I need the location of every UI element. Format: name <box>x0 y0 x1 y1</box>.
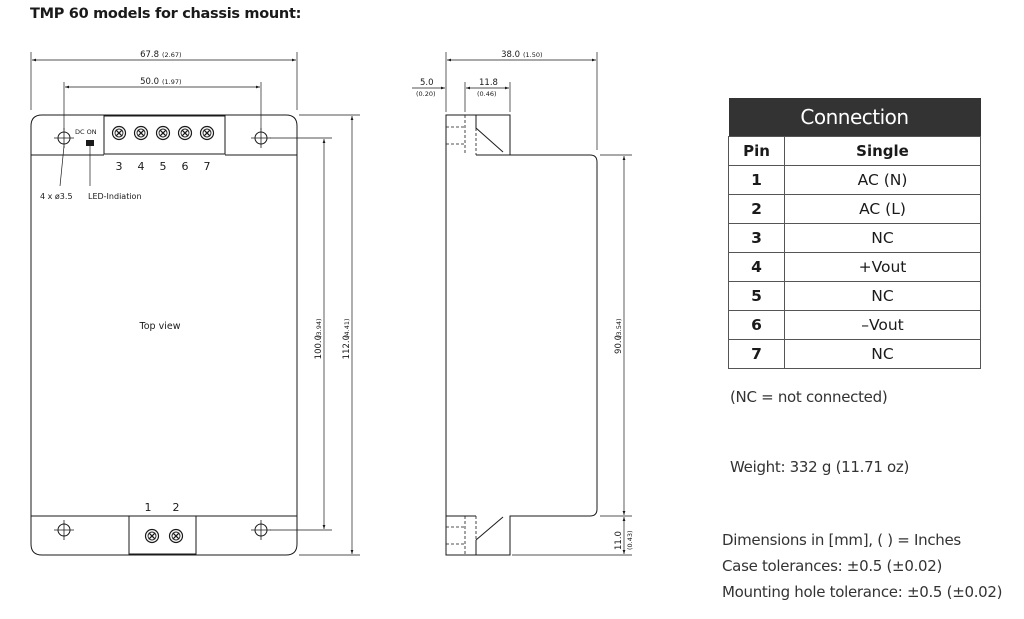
dim-body-in: (3.54) <box>615 318 623 338</box>
pin-cell: 1 <box>728 165 785 195</box>
nc-note: (NC = not connected) <box>730 388 888 406</box>
page-title: TMP 60 models for chassis mount: <box>30 6 302 22</box>
holes-label: 4 x ø3.5 <box>40 192 73 201</box>
dim-terminal-in: (0.46) <box>477 90 497 98</box>
mounting-hole-icon <box>250 127 272 149</box>
column-header-single: Single <box>784 136 981 166</box>
dim-flange-in: (0.43) <box>626 530 634 550</box>
led-label: LED-Indiation <box>88 192 142 201</box>
function-cell: NC <box>784 223 981 253</box>
table-row: 2 AC (L) <box>728 194 981 224</box>
led-indicator <box>86 140 94 146</box>
pin-label: 3 <box>116 160 123 173</box>
pin-label: 5 <box>160 160 167 173</box>
table-row: 1 AC (N) <box>728 165 981 195</box>
mechanical-drawing: 67.8 (2.67) 50.0 (1.97) 3 4 5 6 7 <box>30 50 634 556</box>
side-view: 38.0 (1.50) 5.0 (0.20) 11.8 (0.46) 90. <box>412 50 634 556</box>
screw-terminal-icon <box>144 528 160 544</box>
mounting-hole-icon <box>53 127 75 149</box>
mounting-hole-icon <box>53 519 75 541</box>
dimensions-note: Dimensions in [mm], ( ) = Inches <box>722 531 961 549</box>
table-row: 5 NC <box>728 281 981 311</box>
pin-label: 6 <box>182 160 189 173</box>
function-cell: NC <box>784 339 981 369</box>
pin-label: 7 <box>204 160 211 173</box>
dim-hole-spacing-in: (3.94) <box>315 318 323 338</box>
table-row: 7 NC <box>728 339 981 369</box>
table-row: 4 +Vout <box>728 252 981 282</box>
dim-body: 90.0 <box>614 335 624 354</box>
dc-on-label: DC ON <box>75 128 97 136</box>
table-row: 3 NC <box>728 223 981 253</box>
dim-depth: 38.0 <box>501 50 520 60</box>
pin-cell: 4 <box>728 252 785 282</box>
dim-flange: 11.0 <box>614 531 624 550</box>
function-cell: NC <box>784 281 981 311</box>
case-tolerance-note: Case tolerances: ±0.5 (±0.02) <box>722 557 943 575</box>
pin-cell: 3 <box>728 223 785 253</box>
screw-terminal-icon <box>199 125 215 141</box>
dim-offset-in: (0.20) <box>416 90 436 98</box>
function-cell: –Vout <box>784 310 981 340</box>
dim-depth-in: (1.50) <box>523 51 543 59</box>
hole-tolerance-note: Mounting hole tolerance: ±0.5 (±0.02) <box>722 583 1003 601</box>
dim-length: 112.0 <box>342 335 352 359</box>
screw-terminal-icon <box>111 125 127 141</box>
screw-terminal-icon <box>133 125 149 141</box>
screw-terminal-icon <box>155 125 171 141</box>
pin-cell: 5 <box>728 281 785 311</box>
pin-cell: 7 <box>728 339 785 369</box>
pin-cell: 6 <box>728 310 785 340</box>
dim-width-in: (2.67) <box>162 51 182 59</box>
function-cell: AC (L) <box>784 194 981 224</box>
pin-label: 4 <box>138 160 145 173</box>
screw-terminal-icon <box>177 125 193 141</box>
pin-cell: 2 <box>728 194 785 224</box>
dim-pitch-in: (1.97) <box>162 78 182 86</box>
dim-width: 67.8 <box>140 50 159 60</box>
dim-hole-spacing: 100.0 <box>314 335 324 359</box>
function-cell: AC (N) <box>784 165 981 195</box>
top-view: 67.8 (2.67) 50.0 (1.97) 3 4 5 6 7 <box>30 50 360 556</box>
table-title: Connection <box>728 98 981 137</box>
screw-terminal-icon <box>168 528 184 544</box>
view-label: Top view <box>139 321 181 332</box>
dim-length-in: (4.41) <box>343 318 351 338</box>
pin-label: 2 <box>173 501 180 514</box>
weight-note: Weight: 332 g (11.71 oz) <box>730 458 910 476</box>
column-header-pin: Pin <box>728 136 785 166</box>
pin-label: 1 <box>145 501 152 514</box>
function-cell: +Vout <box>784 252 981 282</box>
dim-terminal: 11.8 <box>479 78 498 88</box>
mounting-hole-icon <box>250 519 272 541</box>
table-row: 6 –Vout <box>728 310 981 340</box>
dim-pitch: 50.0 <box>140 77 159 87</box>
connection-table: Connection Pin Single 1 AC (N) 2 AC (L) … <box>728 98 981 369</box>
dim-offset: 5.0 <box>420 78 434 88</box>
